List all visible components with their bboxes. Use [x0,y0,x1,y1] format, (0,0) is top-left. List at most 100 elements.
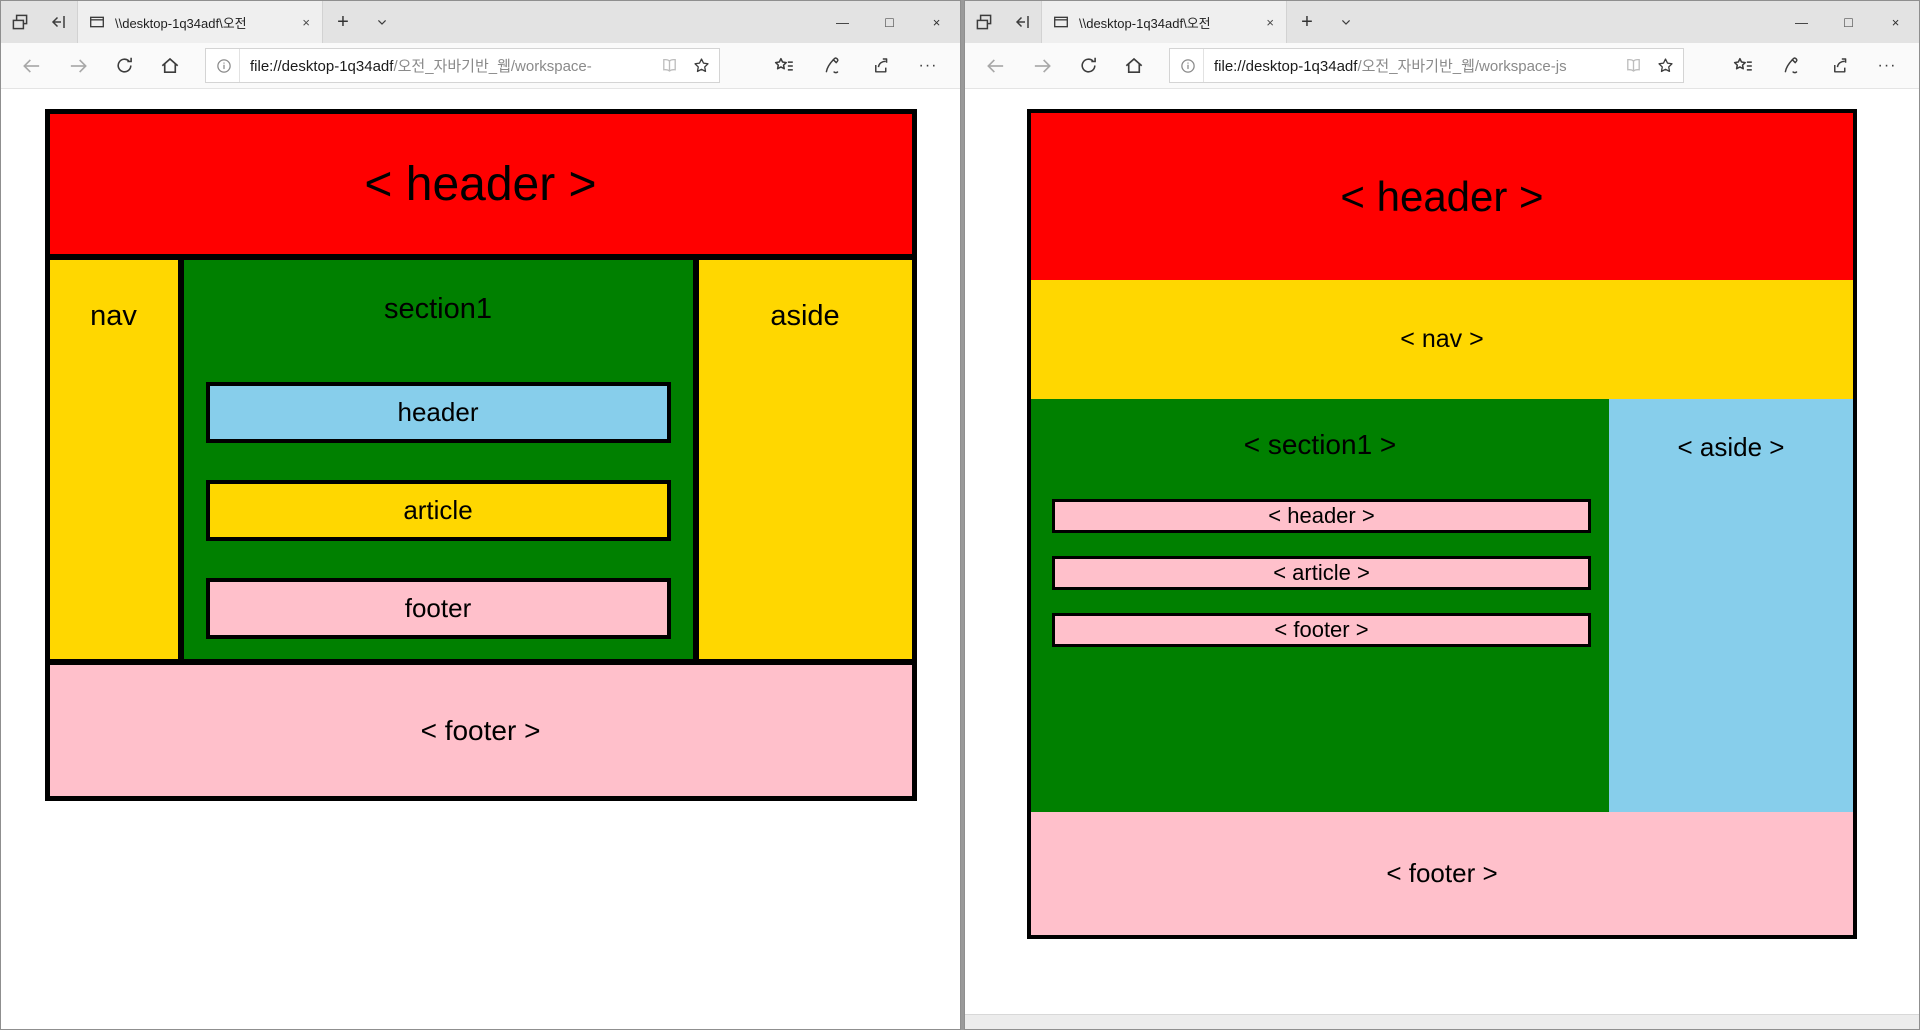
footer-label: < footer > [1386,858,1498,888]
web-notes-button[interactable] [1771,49,1811,83]
new-tab-button[interactable]: + [1301,10,1313,33]
address-bar[interactable]: file://desktop-1q34adf/오전_자바기반_웹/workspa… [205,48,720,83]
minimize-button[interactable]: — [836,14,849,30]
back-button[interactable] [15,49,49,83]
inner-article-label: < article > [1273,560,1370,585]
refresh-button[interactable] [1071,49,1105,83]
back-button[interactable] [979,49,1013,83]
tab-close-button[interactable]: × [302,14,310,30]
address-bar[interactable]: file://desktop-1q34adf/오전_자바기반_웹/workspa… [1169,48,1684,83]
home-button[interactable] [1117,49,1151,83]
toolbar-right: file://desktop-1q34adf/오전_자바기반_웹/workspa… [965,43,1919,89]
toolbar-right-group: ··· [760,49,952,83]
header-block: < header > [49,114,912,254]
inner-article-block: < article > [1052,556,1591,590]
tab-preview-button[interactable] [1,1,39,43]
ink-pen-icon [1784,57,1798,74]
favorite-button[interactable] [1649,56,1681,75]
home-icon [1125,57,1143,73]
book-icon [662,58,676,72]
hub-favorites-button[interactable] [1723,49,1763,83]
forward-button[interactable] [1025,49,1059,83]
section1-label: < section1 > [1243,429,1397,460]
nav-label: < nav > [1400,325,1484,353]
aside-label: aside [770,300,840,332]
horizontal-scrollbar[interactable] [965,1014,1919,1029]
tab-preview-button[interactable] [965,1,1003,43]
home-button[interactable] [153,49,187,83]
site-info-button[interactable] [208,49,240,82]
set-tabs-aside-icon [1015,16,1029,28]
share-button[interactable] [1819,49,1859,83]
layout-wrapper: < header > < nav > < section1 > < header… [1027,109,1857,939]
inner-header-block: < header > [1052,499,1591,533]
inner-header-block: header [205,382,671,443]
tab-close-button[interactable]: × [1266,14,1274,30]
url-host: file://desktop-1q34adf [1214,58,1358,75]
favorite-button[interactable] [685,56,717,75]
share-button[interactable] [860,49,900,83]
close-button[interactable]: × [1891,14,1900,30]
page-viewport-left: < header > nav section1 header article [1,89,960,1029]
tab-preview-icon [12,14,28,30]
hub-star-list-icon [1733,57,1752,71]
maximize-button[interactable]: □ [1844,14,1853,30]
page-icon [1054,16,1068,28]
toolbar-right-group: ··· [1719,49,1911,83]
footer-block: < footer > [1031,812,1853,935]
info-icon [1180,58,1195,73]
tab-preview-icon [976,14,992,30]
browser-tab[interactable]: \\desktop-1q34adf\오전 × [1041,1,1287,43]
more-options-button[interactable]: ··· [1867,49,1907,83]
inner-footer-block: footer [205,578,671,639]
url-path: /오전_자바기반_웹/workspace- [393,58,592,75]
header-block: < header > [1031,113,1853,280]
maximize-button[interactable]: □ [885,14,894,30]
inner-footer-block: < footer > [1052,613,1591,647]
set-tabs-aside-button[interactable] [1003,1,1041,43]
browser-tab[interactable]: \\desktop-1q34adf\오전 × [77,1,323,43]
forward-button[interactable] [61,49,95,83]
tab-title: \\desktop-1q34adf\오전 [115,15,247,31]
more-icon: ··· [1877,56,1897,74]
forward-arrow-icon [1034,58,1051,73]
reading-view-button[interactable] [653,56,685,75]
site-info-button[interactable] [1172,49,1204,82]
page-viewport-right: < header > < nav > < section1 > < header… [965,89,1919,1014]
nav-block: < nav > [1031,280,1853,399]
hub-star-list-icon [774,57,793,71]
book-icon [1626,58,1640,72]
minimize-button[interactable]: — [1795,14,1808,30]
inner-footer-label: < footer > [1274,617,1369,642]
titlebar-right: \\desktop-1q34adf\오전 × + — □ × [965,1,1919,43]
set-tabs-aside-icon [51,16,65,28]
toolbar-left: file://desktop-1q34adf/오전_자바기반_웹/workspa… [1,43,960,89]
set-tabs-aside-button[interactable] [39,1,77,43]
more-options-button[interactable]: ··· [908,49,948,83]
section1-label: section1 [383,293,492,325]
back-arrow-icon [23,58,40,73]
header-label: < header > [1340,172,1544,220]
url-path: /오전_자바기반_웹/workspace-js [1357,58,1567,75]
hub-favorites-button[interactable] [764,49,804,83]
refresh-button[interactable] [107,49,141,83]
aside-block: aside [698,260,912,659]
section1-block: section1 header article footer [183,260,693,659]
reading-view-button[interactable] [1617,56,1649,75]
tab-list-button[interactable] [1327,1,1365,43]
inner-header-label: < header > [1268,503,1375,528]
tab-list-button[interactable] [363,1,401,43]
browser-window-right: \\desktop-1q34adf\오전 × + — □ × [964,0,1920,1030]
web-notes-button[interactable] [812,49,852,83]
titlebar-drag-area [401,1,819,43]
share-icon [874,58,887,73]
browser-window-left: \\desktop-1q34adf\오전 × + — □ × [0,0,961,1030]
layout-wrapper: < header > nav section1 header article [44,109,917,801]
home-icon [161,57,179,73]
star-icon [693,58,709,73]
close-button[interactable]: × [932,14,941,30]
titlebar-drag-area [1365,1,1778,43]
new-tab-button[interactable]: + [337,10,349,33]
inner-article-label: article [403,495,473,525]
